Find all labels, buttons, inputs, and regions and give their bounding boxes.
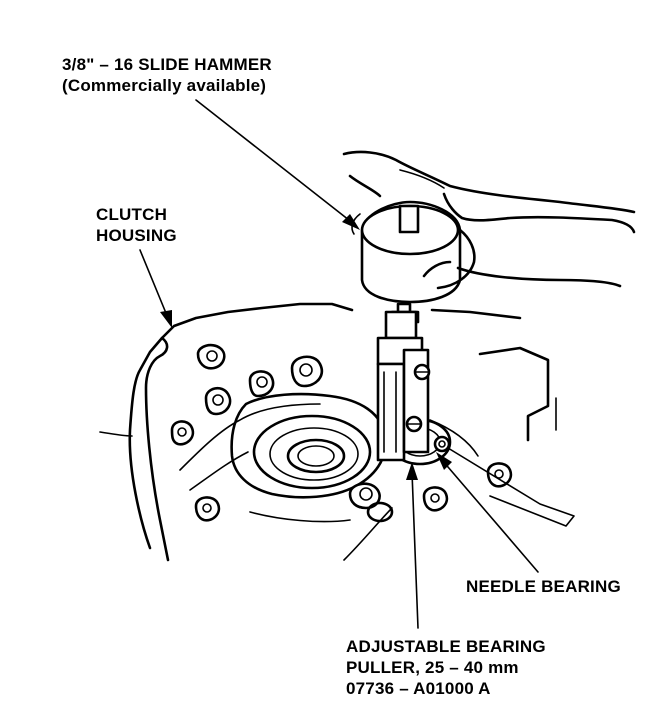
leader-lines	[139, 99, 539, 629]
hand	[342, 150, 636, 290]
label-slide-hammer-line1: 3/8" – 16 SLIDE HAMMER	[62, 55, 272, 74]
label-bearing-puller-line3: 07736 – A01000 A	[346, 679, 491, 698]
bearing-puller	[376, 310, 431, 462]
bolt-bosses	[170, 343, 513, 522]
label-slide-hammer: 3/8" – 16 SLIDE HAMMER (Commercially ava…	[62, 54, 272, 96]
housing-ribs	[179, 403, 575, 561]
main-bearing-bore	[230, 392, 387, 499]
label-needle-bearing: NEEDLE BEARING	[466, 576, 621, 597]
label-clutch-housing-line1: CLUTCH	[96, 205, 168, 224]
lower-bores	[348, 482, 394, 523]
label-bearing-puller: ADJUSTABLE BEARING PULLER, 25 – 40 mm 07…	[346, 636, 546, 699]
label-bearing-puller-line1: ADJUSTABLE BEARING	[346, 637, 546, 656]
label-bearing-puller-line2: PULLER, 25 – 40 mm	[346, 658, 519, 677]
label-slide-hammer-line2: (Commercially available)	[62, 76, 267, 95]
label-needle-bearing-line1: NEEDLE BEARING	[466, 577, 621, 596]
label-clutch-housing-line2: HOUSING	[96, 226, 177, 245]
clutch-housing-outline	[99, 302, 557, 562]
label-clutch-housing: CLUTCH HOUSING	[96, 204, 177, 246]
